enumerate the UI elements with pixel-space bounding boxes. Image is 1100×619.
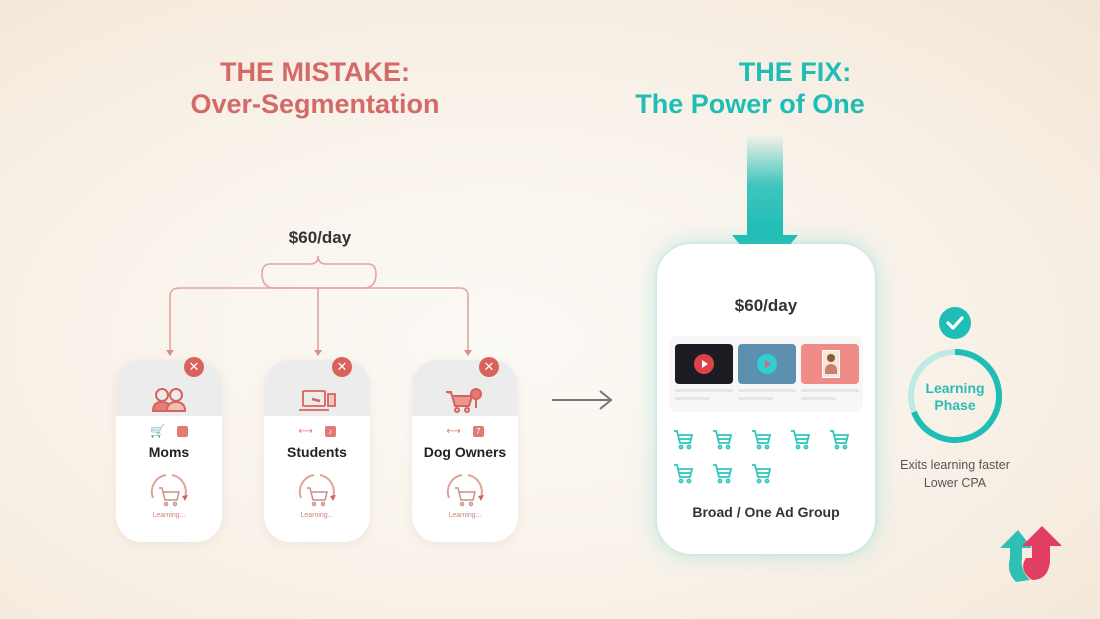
x-icon: ✕ — [332, 357, 352, 377]
mini-bone-icon: ⟷ — [446, 425, 461, 437]
video-thumbnail — [801, 344, 859, 384]
learning-label: Learning... — [152, 512, 186, 519]
fix-budget: $60/day — [734, 296, 798, 315]
conversion-cart-grid — [673, 428, 863, 484]
laptop-icon — [299, 390, 336, 411]
learning-phase-ring — [908, 349, 1002, 443]
cart-icon — [752, 464, 772, 484]
mini-app-icon: ♪ — [324, 425, 336, 437]
result-caption: Exits learning faster Lower CPA — [900, 458, 1010, 490]
cart-icon — [674, 464, 694, 484]
x-icon: ✕ — [184, 357, 204, 377]
budget-split-bracket — [166, 255, 472, 356]
fix-title-line1: THE FIX: — [738, 57, 852, 87]
learning-spinner-icon — [298, 474, 336, 507]
cart-icon — [674, 430, 694, 450]
video-thumbnail — [675, 344, 733, 384]
learning-spinner-icon — [150, 474, 188, 507]
mini-app-icon: 7 — [472, 425, 484, 437]
ad-group-label: Broad / One Ad Group — [692, 504, 840, 520]
learning-label: Learning... — [448, 512, 482, 519]
play-icon — [702, 360, 708, 368]
left-budget: $60/day — [288, 228, 352, 247]
cart-icon — [713, 430, 733, 450]
segment-card-moms: 🛒 Moms Learning... — [116, 360, 222, 542]
fix-title: THE FIX: The Power of One — [600, 56, 900, 120]
learning-phase-label: Learning Phase — [925, 380, 985, 413]
mistake-title-line2: Over-Segmentation — [190, 89, 440, 119]
cart-icon — [830, 430, 850, 450]
learning-spinner-icon — [446, 474, 484, 507]
play-icon — [765, 360, 771, 368]
segment-name: Dog Owners — [423, 444, 507, 460]
mistake-title: THE MISTAKE: Over-Segmentation — [150, 56, 480, 120]
cart-icon — [791, 430, 811, 450]
video-thumbnail — [738, 344, 796, 384]
segment-card-students: ⟷ ♪ Students Learning... — [264, 360, 370, 542]
cart-icon — [446, 388, 482, 413]
segment-card-dog-owners: ⟷ 7 Dog Owners Learning... — [412, 360, 518, 542]
mini-cart-icon: 🛒 — [150, 424, 165, 438]
video-ads-strip — [669, 336, 863, 412]
learning-label: Learning... — [300, 512, 334, 519]
cart-icon — [713, 464, 733, 484]
one-ad-group-card: $60/day — [657, 244, 875, 554]
person-photo — [822, 350, 840, 378]
mistake-title-line1: THE MISTAKE: — [220, 57, 410, 87]
x-icon: ✕ — [479, 357, 499, 377]
brand-logo-icon — [1000, 526, 1062, 582]
mini-app-icon — [176, 425, 188, 437]
segment-name: Moms — [148, 444, 190, 460]
check-icon — [939, 307, 971, 339]
women-icon — [151, 388, 187, 412]
segment-name: Students — [287, 444, 347, 460]
mini-bone-icon: ⟷ — [298, 425, 313, 437]
cart-icon — [752, 430, 772, 450]
right-arrow-icon — [552, 390, 613, 410]
fix-title-line2: The Power of One — [635, 89, 865, 119]
